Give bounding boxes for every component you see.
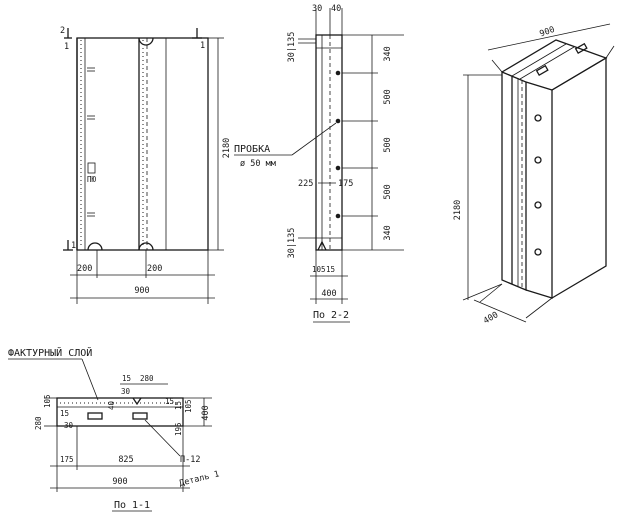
segment-dim: 500 bbox=[383, 137, 393, 152]
total-width-dim: 900 bbox=[134, 286, 149, 296]
lifting-loop bbox=[138, 37, 154, 46]
label-detail: Деталь 1 bbox=[178, 469, 220, 489]
embedded-part-label: ПЮ bbox=[87, 175, 97, 184]
section-mark-1-top: 2 1 bbox=[60, 26, 72, 52]
isometric-view: 900 2180 400 bbox=[453, 23, 615, 326]
dim-175: 175 bbox=[338, 179, 353, 189]
lifting-loop bbox=[87, 242, 103, 251]
right-dim: 105 bbox=[184, 399, 193, 413]
front-view: ПЮ 2 1 1 1 2180 200 200 9 bbox=[60, 26, 232, 304]
dim-right-edge: 200 bbox=[147, 264, 162, 274]
section-1-1: ФАКТУРНЫЙ СЛОЙ 15 280 30 40 15 105 15 28… bbox=[8, 346, 220, 512]
lifting-loop bbox=[138, 242, 154, 251]
total-width-dim: 900 bbox=[112, 477, 127, 487]
dim-top-offset: 30|135 bbox=[287, 32, 297, 63]
small-dim: 30 bbox=[121, 387, 131, 396]
small-dim: 15 bbox=[165, 397, 174, 406]
iso-plugs bbox=[534, 114, 542, 256]
section-outline bbox=[56, 397, 184, 427]
iso-side-face bbox=[551, 56, 607, 299]
iso-height-dim: 2180 bbox=[453, 200, 463, 220]
top-dim: 15 bbox=[122, 374, 131, 383]
section-title: По 1-1 bbox=[114, 500, 150, 511]
dim-bottom-offset: 30|135 bbox=[287, 228, 297, 259]
bottom-dim: 105 bbox=[312, 265, 326, 274]
right-dim: 15 bbox=[174, 401, 183, 410]
facing-layer-label: ФАКТУРНЫЙ СЛОЙ bbox=[8, 346, 92, 359]
section-mark-number: 1 bbox=[64, 42, 69, 52]
dim-left-edge: 200 bbox=[77, 264, 92, 274]
top-dim: 30 bbox=[312, 4, 322, 14]
segment-dim: 340 bbox=[383, 225, 393, 240]
left-dim: 30 bbox=[64, 421, 74, 430]
embedded-part bbox=[132, 412, 148, 420]
dim-225: 225 bbox=[298, 179, 313, 189]
plug-size: ø 50 мм bbox=[240, 159, 276, 169]
overall-height-dim: 400 bbox=[201, 405, 211, 420]
plug-label: ПРОБКА bbox=[234, 144, 270, 155]
section-title: По 2-2 bbox=[313, 310, 349, 321]
section-mark-1-bottom: 1 bbox=[63, 240, 76, 251]
small-dim: 40 bbox=[107, 400, 116, 410]
iso-depth-dim: 400 bbox=[482, 310, 500, 326]
dim-175: 175 bbox=[60, 455, 74, 464]
height-dimension: 2180 bbox=[222, 138, 232, 158]
section-mark-digit: 2 bbox=[60, 26, 65, 36]
segment-dim: 500 bbox=[383, 184, 393, 199]
segment-dim: 340 bbox=[383, 46, 393, 61]
iso-top-face bbox=[501, 39, 608, 91]
dim-825: 825 bbox=[118, 455, 133, 465]
segment-dim: 500 bbox=[383, 89, 393, 104]
top-dim: 280 bbox=[140, 374, 154, 383]
section-mark-number: 1 bbox=[200, 41, 205, 51]
width-dim: 400 bbox=[321, 289, 336, 299]
left-dim: 105 bbox=[43, 394, 52, 408]
bottom-dim: 15 bbox=[326, 265, 335, 274]
embedded-part bbox=[87, 412, 103, 420]
label-p12: П-12 bbox=[180, 455, 200, 465]
left-dim: 15 bbox=[60, 409, 69, 418]
section-mark-number: 1 bbox=[71, 241, 76, 251]
right-dim: 195 bbox=[174, 422, 183, 436]
section-outline bbox=[315, 34, 343, 251]
section-2-2: 30 40 30|135 340 500 500 500 340 ПРОБКА … bbox=[234, 4, 404, 323]
left-dim: 280 bbox=[34, 416, 43, 430]
section-mark-1-top-right: 1 bbox=[192, 28, 205, 51]
top-dim: 40 bbox=[331, 4, 341, 14]
plug-holes bbox=[335, 70, 341, 219]
iso-width-dim: 900 bbox=[538, 25, 556, 40]
